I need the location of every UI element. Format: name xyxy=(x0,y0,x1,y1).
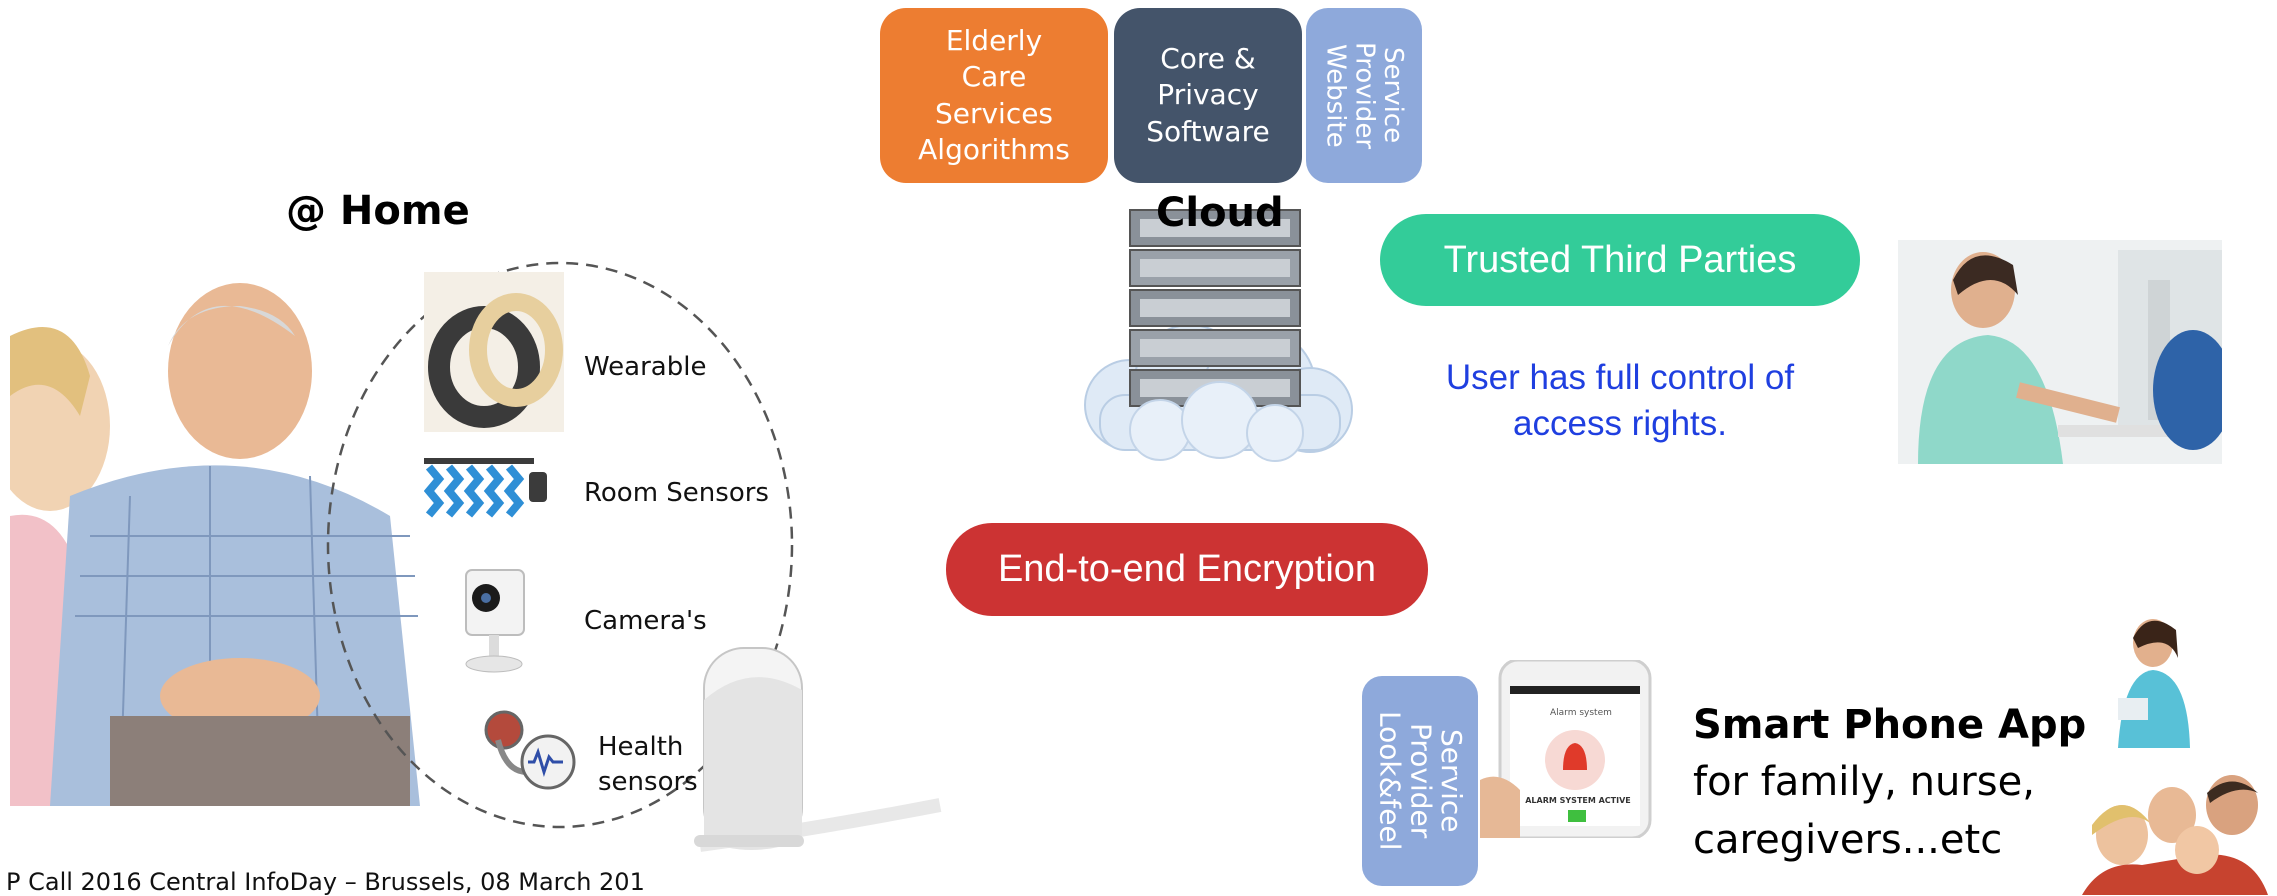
devices-dashed-ellipse xyxy=(326,261,794,829)
device-label-wearable: Wearable xyxy=(584,352,707,382)
family-photo xyxy=(2082,755,2268,895)
device-label-cameras: Camera's xyxy=(584,606,707,636)
device-label-health-sensors: Health sensors xyxy=(598,732,698,798)
phone-mockup: Alarm system ALARM SYSTEM ACTIVE xyxy=(1480,658,1656,840)
user-control-text: User has full control of access rights. xyxy=(1445,358,1795,444)
home-label: @ Home xyxy=(286,188,470,234)
footer-text: P Call 2016 Central InfoDay – Brussels, … xyxy=(6,868,645,896)
smartphone-app-line1: for family, nurse, xyxy=(1693,759,2035,805)
nurse-computer-photo xyxy=(1898,240,2222,464)
camera-icon xyxy=(456,560,536,680)
health-sensor-icon xyxy=(478,710,598,805)
encryption-pill: End-to-end Encryption xyxy=(946,523,1428,616)
service-provider-look-label: Service Provider Look&feel xyxy=(1373,711,1469,851)
smartphone-app-text: Smart Phone App for family, nurse, careg… xyxy=(1693,697,2086,869)
nurse-photo xyxy=(2098,608,2206,748)
service-provider-website-box: Service Provider Website xyxy=(1306,8,1422,183)
cloud-server-icon xyxy=(1084,209,1353,462)
smartphone-app-line2: caregivers...etc xyxy=(1693,817,2003,863)
trusted-third-parties-label: Trusted Third Parties xyxy=(1443,238,1797,281)
encryption-label: End-to-end Encryption xyxy=(997,548,1377,590)
phone-status: ALARM SYSTEM ACTIVE xyxy=(1525,796,1631,805)
service-provider-website-label: Service Provider Website xyxy=(1320,41,1408,150)
device-label-room-sensors: Room Sensors xyxy=(584,478,769,508)
phone-header: Alarm system xyxy=(1550,708,1612,718)
elderly-care-box: Elderly Care Services Algorithms xyxy=(880,8,1108,183)
elderly-care-label: Elderly Care Services Algorithms xyxy=(918,23,1070,166)
trusted-third-parties-pill: Trusted Third Parties xyxy=(1380,214,1860,306)
service-provider-look-box: Service Provider Look&feel xyxy=(1362,676,1478,886)
elderly-man-photo xyxy=(10,276,426,806)
wearable-band-icon xyxy=(424,272,564,432)
smartphone-app-title: Smart Phone App xyxy=(1693,702,2087,748)
room-sensor-icon xyxy=(423,452,554,532)
cloud-label: Cloud xyxy=(1156,190,1284,236)
core-privacy-box: Core & Privacy Software xyxy=(1114,8,1302,183)
home-gateway-icon xyxy=(694,647,942,852)
core-privacy-label: Core & Privacy Software xyxy=(1146,41,1270,148)
